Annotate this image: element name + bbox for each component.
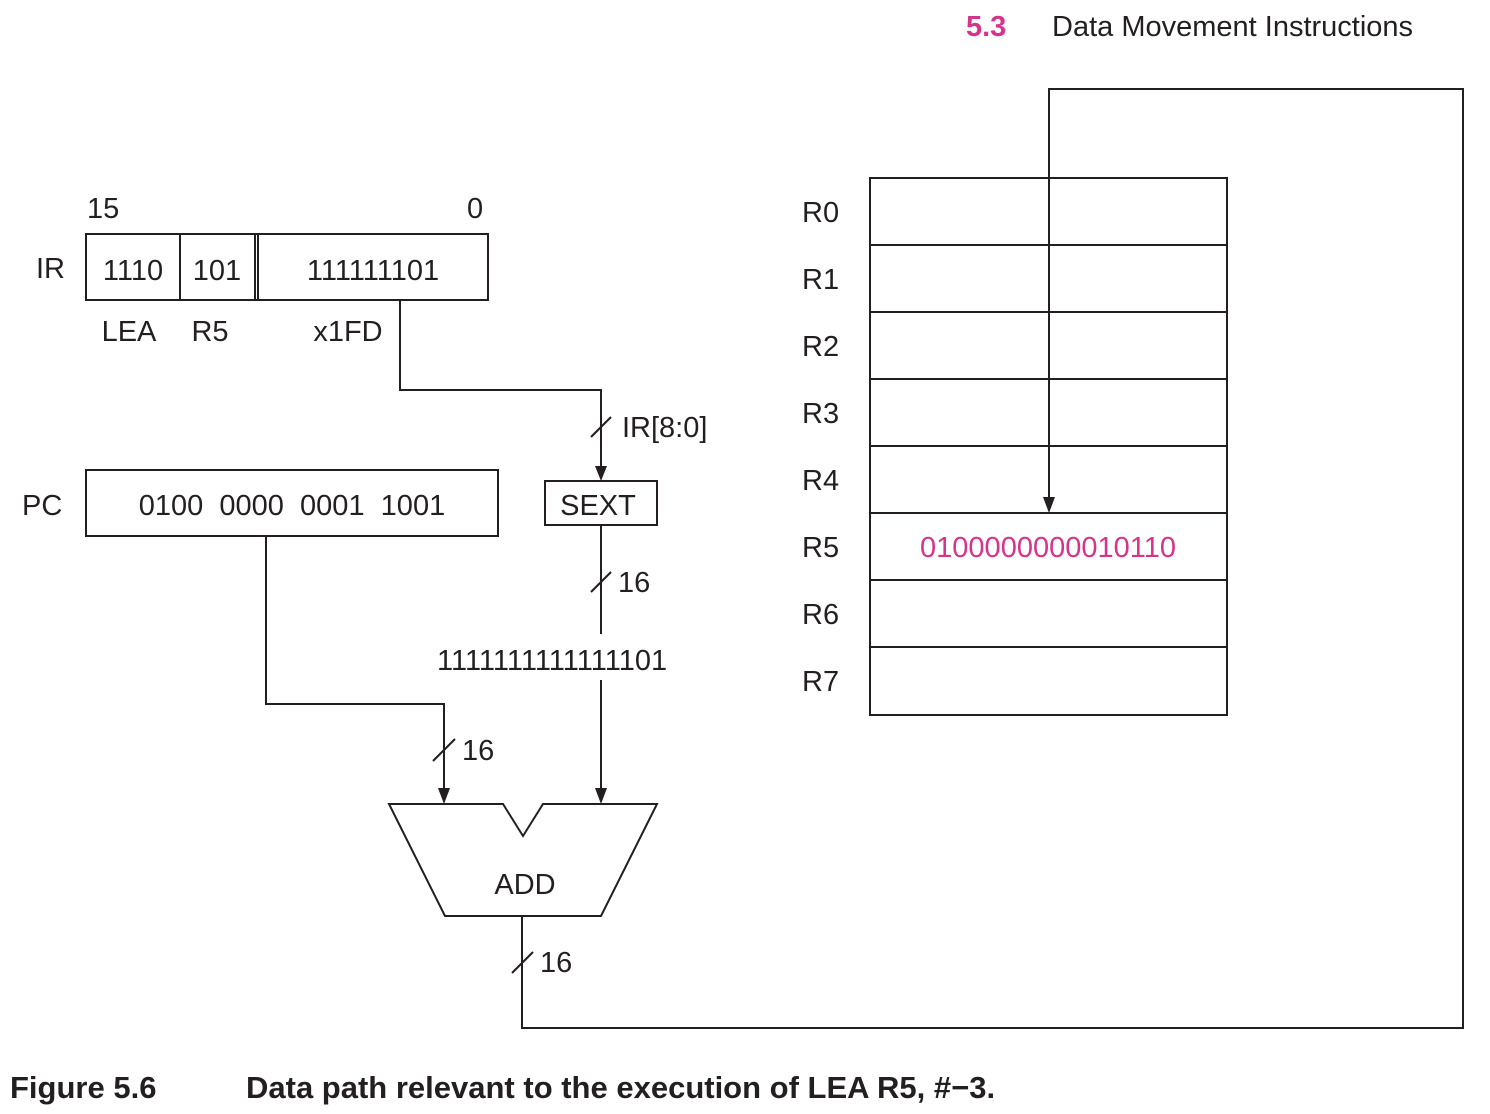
adder-input-width-label: 16 [462, 735, 494, 767]
figure-caption: Data path relevant to the execution of L… [246, 1070, 995, 1105]
section-number: 5.3 [966, 11, 1006, 43]
ir-to-sext-wire [399, 300, 602, 466]
pc-label: PC [22, 490, 62, 522]
sext-width-label: 16 [618, 567, 650, 599]
ir-register [85, 233, 489, 301]
ir-dr-bits: 101 [193, 255, 241, 287]
adder-left-arrowhead [438, 788, 450, 804]
ir-bit-high: 15 [87, 193, 119, 225]
figure-label: Figure 5.6 [10, 1070, 156, 1105]
reg-r4-name: R4 [802, 465, 839, 497]
adder-to-regfile-wire [521, 88, 1464, 1029]
section-title: Data Movement Instructions [1052, 11, 1413, 43]
ir-bit-low: 0 [467, 193, 483, 225]
reg-r0-name: R0 [802, 197, 839, 229]
reg-r6-name: R6 [802, 599, 839, 631]
adder-output-width-label: 16 [540, 947, 572, 979]
bus-slash-adder [511, 951, 534, 974]
bus-slash-ir [590, 416, 612, 438]
pc-to-adder-wire [265, 536, 445, 788]
adder-label: ADD [494, 869, 555, 901]
pc-register [85, 469, 499, 537]
r5-write-arrowhead [1043, 497, 1055, 513]
sext-output-value: 1111111111111101 [437, 645, 667, 677]
pc-value: 0100 0000 0001 1001 [139, 490, 445, 522]
reg-r3-name: R3 [802, 398, 839, 430]
ir-label: IR [36, 253, 65, 285]
reg-r7-name: R7 [802, 666, 839, 698]
register-file [869, 177, 1228, 716]
bus-slash-pc [432, 738, 456, 762]
ir-opcode-bits: 1110 [103, 255, 163, 287]
sext-input-arrowhead [595, 466, 607, 481]
reg-r2-name: R2 [802, 331, 839, 363]
adder-right-arrowhead [595, 788, 607, 804]
ir-opcode-name: LEA [102, 316, 157, 348]
sext-input-label: IR[8:0] [622, 412, 707, 444]
ir-dr-name: R5 [191, 316, 228, 348]
bus-slash-sext [590, 571, 612, 593]
adder-shape [387, 803, 659, 917]
ir-offset-bits: 111111101 [307, 255, 439, 287]
sext-label: SEXT [560, 490, 636, 522]
reg-r5-name: R5 [802, 532, 839, 564]
reg-r1-name: R1 [802, 264, 839, 296]
reg-r5-value: 0100000000010110 [920, 532, 1176, 564]
ir-offset-name: x1FD [313, 316, 382, 348]
